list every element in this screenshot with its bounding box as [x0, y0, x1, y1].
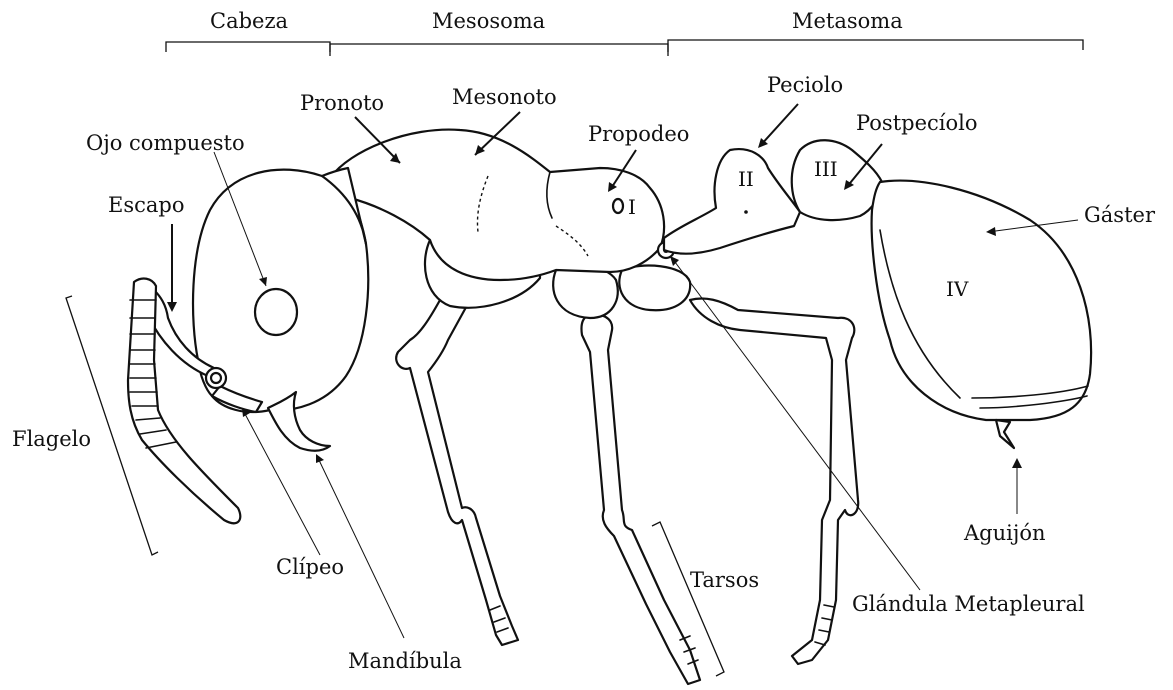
- region-brackets: Cabeza Mesosoma Metasoma: [166, 9, 1083, 56]
- propodeal-spiracle: [613, 199, 623, 213]
- metasoma-bracket: [668, 40, 1083, 52]
- front-leg: [396, 300, 518, 645]
- aguijon-arrowhead: [1012, 458, 1022, 468]
- segment-I: I: [628, 195, 636, 219]
- label-ojo-compuesto: Ojo compuesto: [86, 131, 245, 155]
- escapo-arrowhead: [167, 302, 177, 312]
- peciolo-arrow: [760, 104, 798, 146]
- label-postpeciolo: Postpecíolo: [856, 111, 978, 135]
- label-aguijon: Aguijón: [963, 521, 1046, 545]
- antennal-socket-inner: [211, 373, 221, 383]
- label-peciolo: Peciolo: [767, 73, 843, 97]
- label-propodeo: Propodeo: [588, 122, 689, 146]
- mandibula-arrow: [318, 458, 404, 638]
- label-glandula: Glándula Metapleural: [852, 592, 1085, 616]
- label-tarsos: Tarsos: [690, 568, 759, 592]
- segment-II: II: [738, 167, 754, 191]
- region-label-metasoma: Metasoma: [792, 9, 903, 33]
- region-label-mesosoma: Mesosoma: [432, 9, 545, 33]
- segment-IV: IV: [946, 277, 969, 301]
- petiole-dot: [744, 210, 748, 214]
- hind-coxa: [619, 266, 690, 311]
- segment-III: III: [814, 157, 838, 181]
- petiole: [664, 149, 800, 254]
- label-gaster: Gáster: [1084, 203, 1156, 227]
- label-flagelo: Flagelo: [12, 427, 91, 451]
- head-bracket: [166, 42, 330, 52]
- hind-leg: [690, 298, 858, 664]
- label-mesonoto: Mesonoto: [452, 85, 557, 109]
- glandula-arrowhead: [670, 256, 679, 266]
- middle-coxa: [553, 265, 618, 318]
- mesosoma-bracket: [330, 44, 668, 56]
- middle-leg: [581, 314, 700, 684]
- compound-eye: [255, 289, 297, 335]
- label-mandibula: Mandíbula: [348, 649, 462, 673]
- label-pronoto: Pronoto: [300, 91, 384, 115]
- label-clipeo: Clípeo: [276, 555, 344, 579]
- gaster: [872, 181, 1091, 420]
- stinger: [996, 420, 1014, 448]
- label-escapo: Escapo: [108, 193, 184, 217]
- region-label-head: Cabeza: [210, 9, 288, 33]
